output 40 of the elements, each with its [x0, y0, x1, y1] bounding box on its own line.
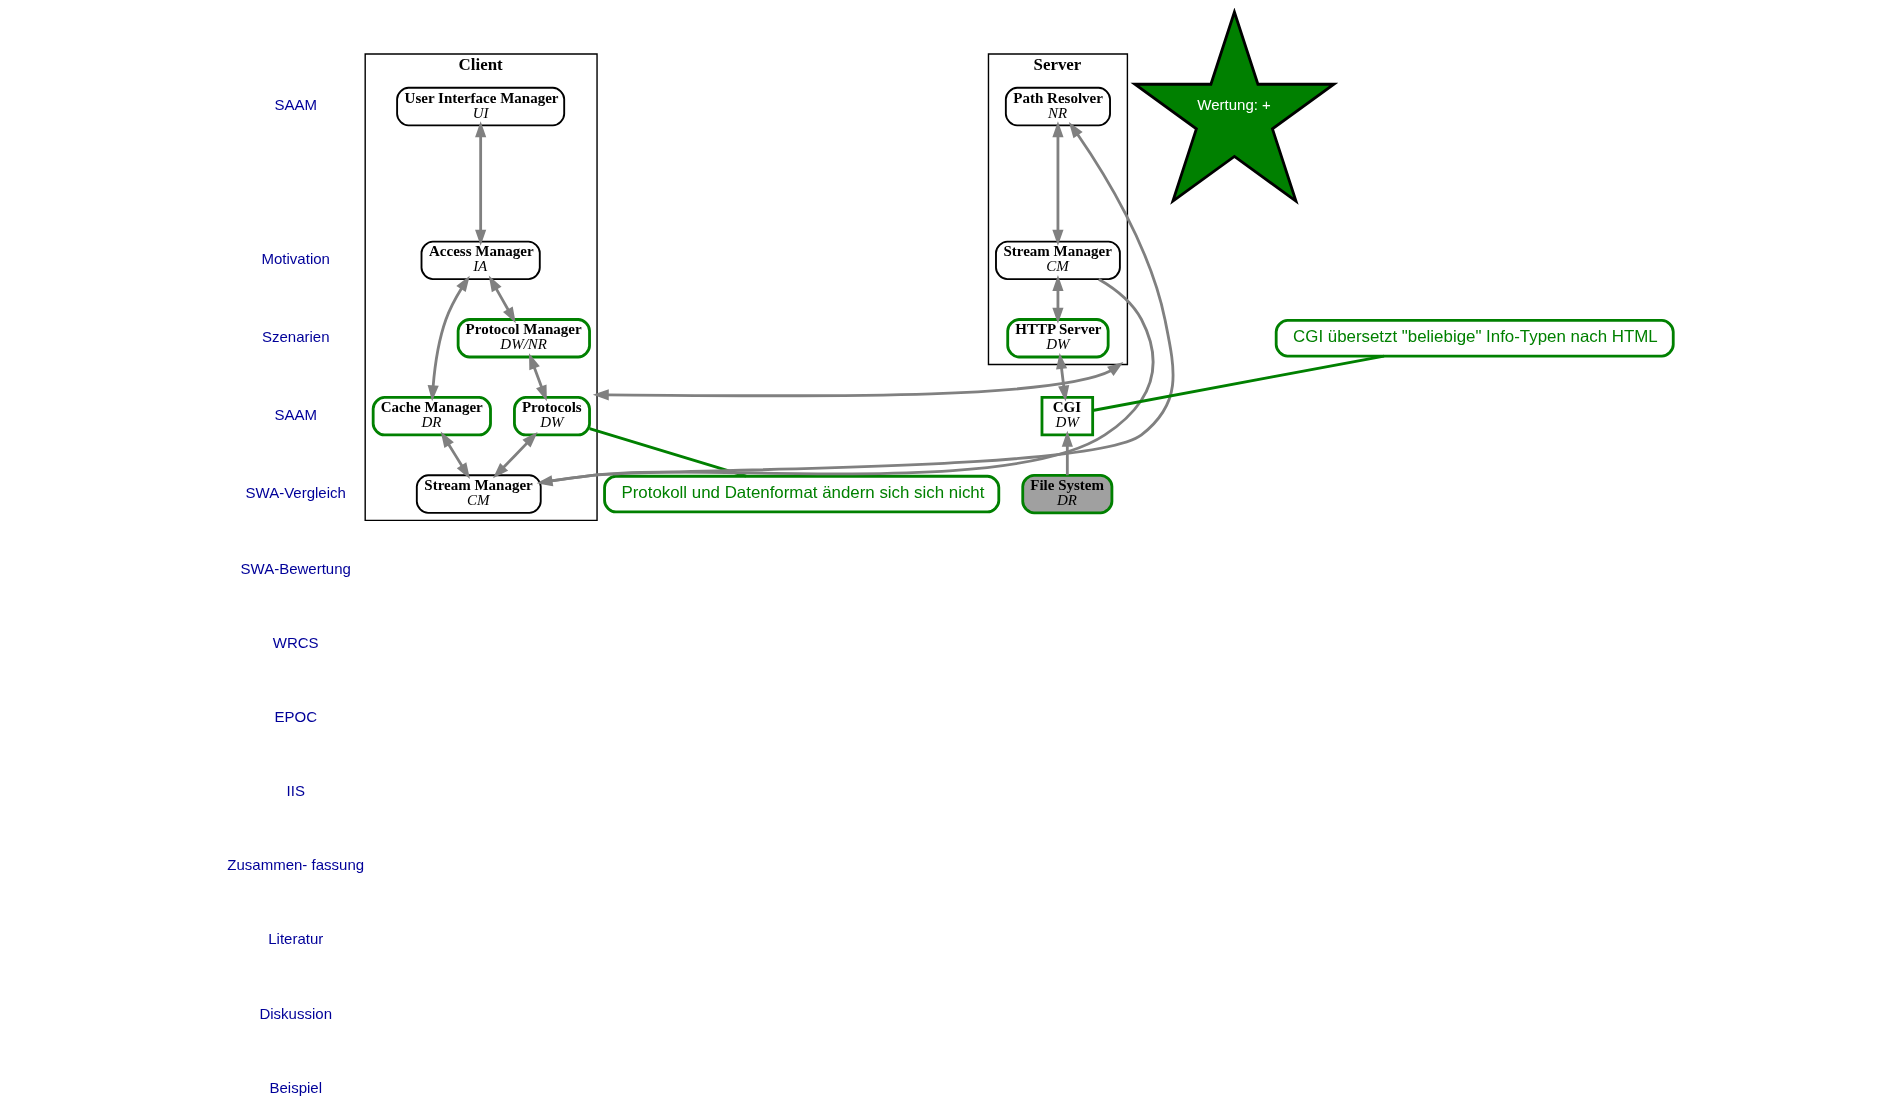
label: SWA-Vergleich [245, 483, 346, 501]
arrow [529, 353, 547, 402]
label: SWA-Bewertung [240, 559, 351, 577]
arrow [493, 432, 538, 479]
node-box: CGI übersetzt "beliebige" Info-Typen nach HTML [1274, 319, 1675, 358]
arrow [592, 362, 1124, 401]
connector [589, 427, 747, 478]
label: Literatur [268, 930, 324, 948]
label: Zusammen- fassung [227, 856, 365, 874]
connector [1092, 354, 1385, 412]
label: SAAM [274, 405, 317, 423]
node-box: File System DR [1021, 473, 1114, 515]
label: IIS [286, 782, 305, 800]
arrow [440, 431, 470, 479]
node-box: CGI DW [1040, 396, 1095, 437]
arrow [427, 275, 470, 402]
node-box: HTTP Server DW [1006, 318, 1110, 359]
arrow [536, 277, 1155, 487]
label: Beispiel [269, 1078, 322, 1096]
arrow [1061, 430, 1073, 476]
node-box: Protocols DW [513, 396, 591, 437]
arrow [1056, 353, 1070, 402]
node-box: Stream Manager CM [995, 240, 1121, 281]
label: Diskussion [259, 1004, 332, 1022]
node-box: Path Resolver NR [1004, 86, 1111, 127]
node-box: Access Manager IA [420, 240, 541, 281]
label: Motivation [261, 249, 330, 267]
node-box: Stream Manager CM [415, 474, 542, 514]
arrow [1052, 121, 1064, 246]
node-box: Protokoll und Datenformat ändern sich sich nicht [603, 474, 1001, 514]
arrow [488, 275, 516, 324]
label: Szenarien [261, 327, 330, 345]
arrow [475, 121, 487, 246]
arrow [1052, 275, 1064, 324]
label: EPOC [274, 707, 317, 725]
node-box: User Interface Manager UI [396, 86, 566, 127]
node-box: Protocol Manager DW/NR [456, 318, 591, 359]
node-box: Cache Manager DR [371, 396, 492, 437]
label: SAAM [274, 96, 317, 114]
label: WRCS [272, 633, 319, 651]
